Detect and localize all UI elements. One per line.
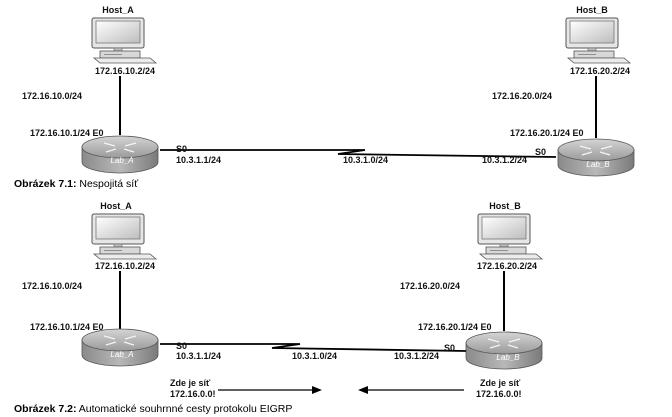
- arrow-right-head-icon: [312, 386, 322, 394]
- note-right-line1: Zde je síť: [480, 378, 521, 388]
- router-b-s0-label: S0: [535, 147, 546, 157]
- host-a-computer-icon-2: [91, 213, 157, 260]
- router-b-name: Lab_B: [586, 160, 610, 169]
- serial-link-2: [160, 343, 467, 352]
- serial-network-label: 10.3.1.0/24: [343, 155, 388, 165]
- host-a-ip: 172.16.10.2/24: [95, 66, 155, 76]
- diagram-discontiguous-network: Host_A Host_B 172.16.10.2/24 172.16.20.2…: [14, 5, 635, 190]
- router-a-s0-label: S0: [176, 144, 187, 154]
- host-a-computer-icon: [91, 17, 157, 64]
- router-b-e0-label-2: 172.16.20.1/24 E0: [418, 322, 492, 332]
- router-a-s0-label-2: S0: [176, 341, 187, 351]
- note-left-line2: 172.16.0.0!: [170, 389, 216, 399]
- host-b-computer-icon: [565, 17, 631, 64]
- router-a-icon: [81, 135, 159, 174]
- host-a-name: Host_A: [102, 5, 134, 15]
- router-b-icon: [557, 138, 635, 177]
- router-a-e0-label: 172.16.10.1/24 E0: [30, 128, 104, 138]
- router-a-s0-ip: 10.3.1.1/24: [176, 155, 221, 165]
- router-a-icon-2: [81, 328, 159, 367]
- router-b-e0-label: 172.16.20.1/24 E0: [510, 128, 584, 138]
- network-b-label: 172.16.20.0/24: [492, 91, 552, 101]
- note-left-line1: Zde je síť: [170, 378, 211, 388]
- host-a-name-2: Host_A: [100, 201, 132, 211]
- figure-7-2-caption: Obrázek 7.2: Automatické souhrnné cesty …: [14, 403, 292, 415]
- host-b-ip-2: 172.16.20.2/24: [477, 261, 537, 271]
- serial-link: [160, 149, 557, 158]
- host-b-ip: 172.16.20.2/24: [570, 66, 630, 76]
- router-a-s0-ip-2: 10.3.1.1/24: [176, 351, 221, 361]
- router-b-icon-2: [465, 331, 543, 370]
- host-a-ip-2: 172.16.10.2/24: [95, 261, 155, 271]
- arrow-left-head-icon: [358, 386, 368, 394]
- router-a-name: Lab_A: [110, 156, 133, 165]
- router-b-name-2: Lab_B: [496, 353, 520, 362]
- router-b-s0-label-2: S0: [444, 343, 455, 353]
- network-a-label-2: 172.16.10.0/24: [22, 281, 82, 291]
- network-b-label-2: 172.16.20.0/24: [400, 281, 460, 291]
- host-b-computer-icon-2: [477, 213, 543, 260]
- host-b-name-2: Host_B: [489, 201, 521, 211]
- network-a-label: 172.16.10.0/24: [22, 91, 82, 101]
- note-right-line2: 172.16.0.0!: [476, 389, 522, 399]
- router-b-s0-ip-2: 10.3.1.2/24: [394, 351, 439, 361]
- serial-network-label-2: 10.3.1.0/24: [292, 351, 337, 361]
- host-b-name: Host_B: [576, 5, 608, 15]
- figure-7-1-caption: Obrázek 7.1: Nespojitá síť: [14, 178, 139, 190]
- router-b-s0-ip: 10.3.1.2/24: [482, 155, 527, 165]
- diagram-eigrp-auto-summary: Host_A Host_B 172.16.10.2/24 172.16.20.2…: [14, 201, 543, 415]
- router-a-e0-label-2: 172.16.10.1/24 E0: [30, 322, 104, 332]
- router-a-name-2: Lab_A: [110, 350, 133, 359]
